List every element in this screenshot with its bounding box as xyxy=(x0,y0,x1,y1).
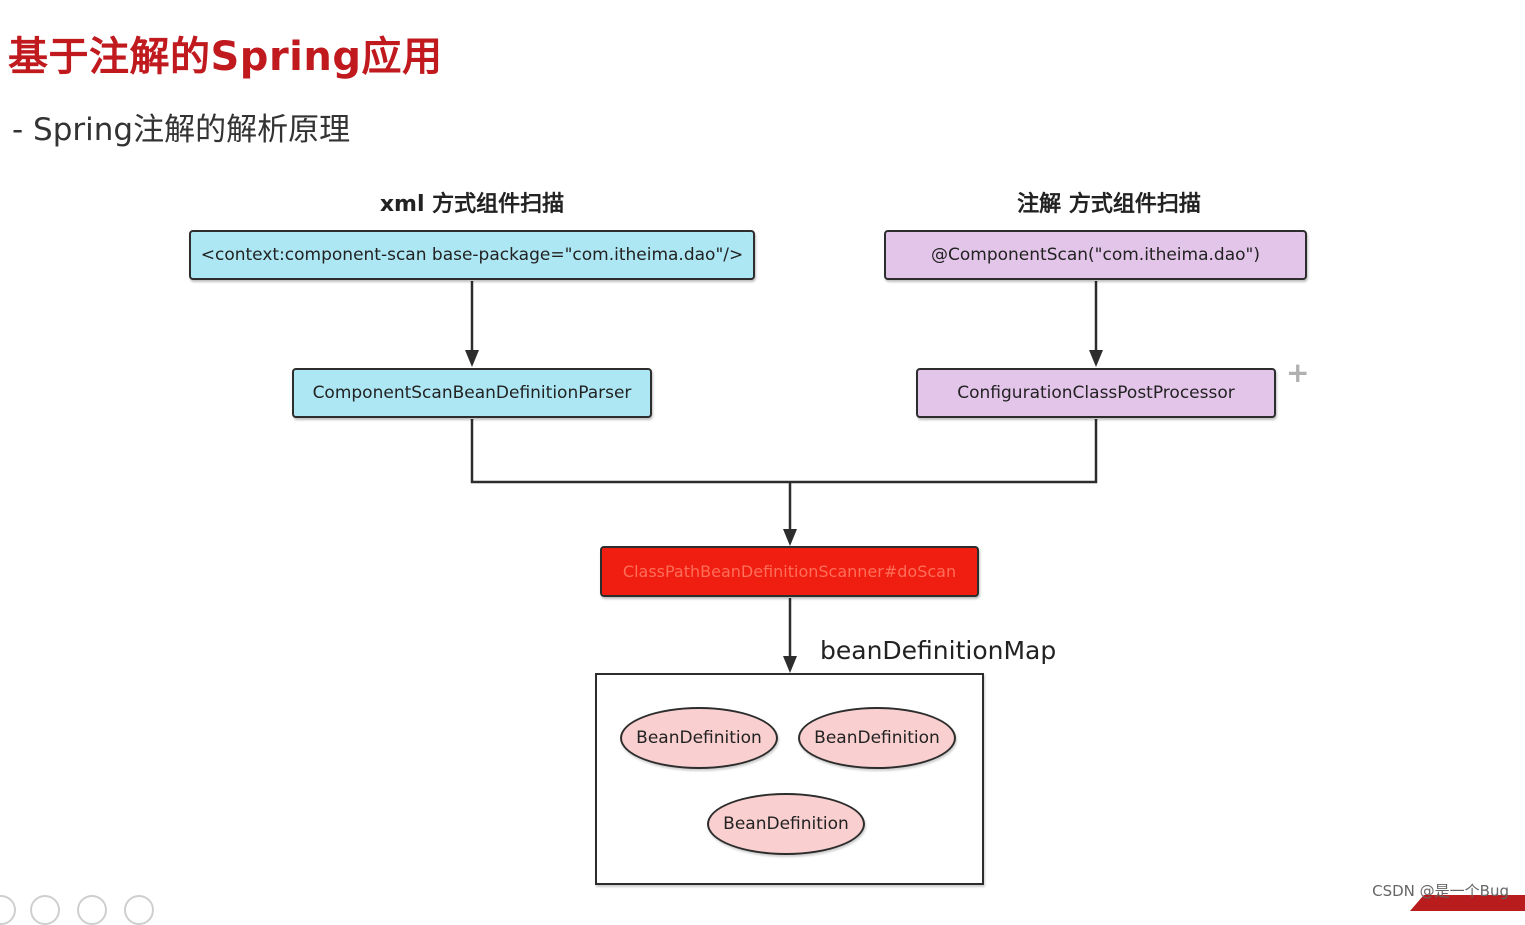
toolbar-grid-icon[interactable] xyxy=(30,895,60,925)
bean-definition-oval: BeanDefinition xyxy=(620,707,778,769)
arrowhead xyxy=(783,529,797,546)
page-subtitle: - Spring注解的解析原理 xyxy=(12,112,351,148)
bean-definition-map-label: beanDefinitionMap xyxy=(820,636,1057,665)
corner-decoration xyxy=(1410,895,1525,911)
connector-parser-merge xyxy=(470,419,1098,484)
xml-scan-heading: xml 方式组件扫描 xyxy=(379,192,565,217)
bean-definition-oval: BeanDefinition xyxy=(707,793,865,855)
xml-config-label: <context:component-scan base-package="co… xyxy=(200,245,744,265)
scanner-box: ClassPathBeanDefinitionScanner#doScan xyxy=(600,546,979,597)
bean-definition-label: BeanDefinition xyxy=(814,728,940,748)
parser-label: ComponentScanBeanDefinitionParser xyxy=(312,383,632,403)
bean-definition-oval: BeanDefinition xyxy=(798,707,956,769)
processor-label: ConfigurationClassPostProcessor xyxy=(957,383,1235,403)
toolbar-more-icon[interactable] xyxy=(124,895,154,925)
xml-config-box: <context:component-scan base-package="co… xyxy=(189,230,755,280)
bean-definition-label: BeanDefinition xyxy=(636,728,762,748)
watermark: CSDN @是一个Bug xyxy=(1372,882,1509,900)
annotation-scan-heading: 注解 方式组件扫描 xyxy=(1017,192,1201,217)
processor-box: ConfigurationClassPostProcessor xyxy=(916,368,1276,418)
arrowhead xyxy=(1089,350,1103,367)
annotation-config-box: @ComponentScan("com.itheima.dao") xyxy=(884,230,1307,280)
plus-icon[interactable]: + xyxy=(1286,356,1310,389)
annotation-config-label: @ComponentScan("com.itheima.dao") xyxy=(931,245,1260,265)
toolbar-zoom-icon[interactable] xyxy=(77,895,107,925)
scanner-label: ClassPathBeanDefinitionScanner#doScan xyxy=(622,562,957,581)
arrowhead xyxy=(465,350,479,367)
bean-definition-map-box: BeanDefinition BeanDefinition BeanDefini… xyxy=(595,673,984,885)
bean-definition-label: BeanDefinition xyxy=(723,814,849,834)
page-title: 基于注解的Spring应用 xyxy=(8,34,443,80)
arrowhead xyxy=(783,656,797,673)
parser-box: ComponentScanBeanDefinitionParser xyxy=(292,368,652,418)
